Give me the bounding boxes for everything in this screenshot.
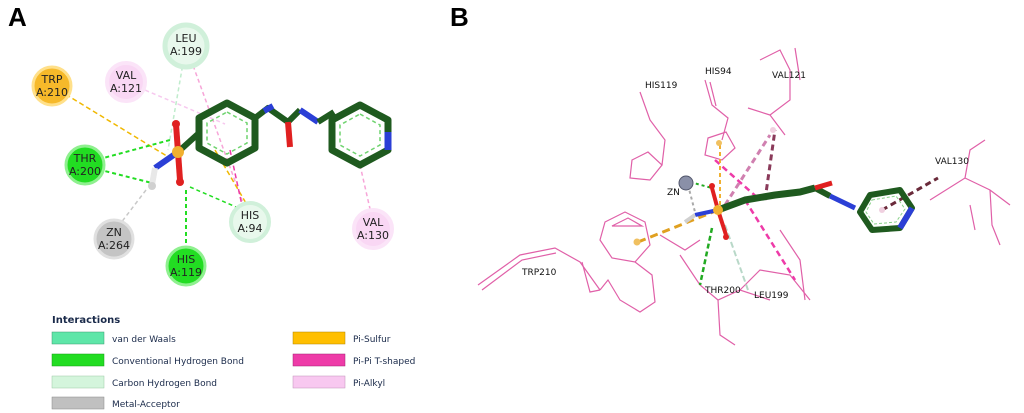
- residue-thr200: THR A:200: [64, 144, 106, 186]
- svg-text:HIS: HIS: [241, 209, 260, 222]
- label-val130: VAL130: [935, 157, 969, 167]
- panel-label-b: B: [450, 2, 469, 32]
- legend-swatch-metal: [51, 396, 105, 410]
- legend-label-pialkyl: Pi-Alkyl: [353, 379, 385, 389]
- legend-swatch-pipi: [292, 353, 346, 367]
- svg-text:ZN: ZN: [106, 226, 122, 239]
- legend-label-chbond: Carbon Hydrogen Bond: [112, 379, 217, 389]
- protein-residues-3d: [477, 47, 1011, 346]
- svg-text:A:119: A:119: [170, 266, 202, 279]
- interaction-lines-3d: [637, 129, 939, 291]
- ligand-3d: [633, 127, 915, 246]
- legend-swatch-hbond: [51, 353, 105, 367]
- residue-his119: HIS A:119: [165, 245, 207, 287]
- svg-text:VAL: VAL: [363, 216, 384, 229]
- legend-label-pisulfur: Pi-Sulfur: [353, 335, 391, 345]
- svg-text:A:121: A:121: [110, 82, 142, 95]
- legend-swatch-pisulfur: [292, 331, 346, 345]
- residue-leu199: LEU A:199: [162, 22, 210, 70]
- label-leu199: LEU199: [754, 291, 789, 301]
- svg-text:HIS: HIS: [177, 253, 196, 266]
- zinc-atom-icon: [678, 175, 694, 191]
- svg-text:VAL: VAL: [116, 69, 137, 82]
- legend-label-metal: Metal-Acceptor: [112, 400, 180, 410]
- svg-text:A:200: A:200: [69, 165, 101, 178]
- legend-label-vdw: van der Waals: [112, 335, 176, 345]
- label-trp210: TRP210: [521, 268, 557, 278]
- svg-text:A:199: A:199: [170, 45, 202, 58]
- legend-swatch-chbond: [51, 375, 105, 389]
- legend-label-hbond: Conventional Hydrogen Bond: [112, 357, 244, 367]
- legend-label-pipi: Pi-Pi T-shaped: [353, 357, 415, 367]
- ligand-2d: [148, 99, 392, 190]
- svg-text:THR: THR: [73, 152, 97, 165]
- legend-swatch-vdw: [51, 331, 105, 345]
- residue-val121: VAL A:121: [105, 61, 147, 103]
- residue-zn264: ZN A:264: [93, 218, 135, 260]
- panel-label-a: A: [8, 2, 27, 32]
- svg-text:TRP: TRP: [41, 73, 63, 86]
- label-val121: VAL121: [772, 71, 806, 81]
- residue-val130: VAL A:130: [352, 208, 394, 250]
- svg-text:A:94: A:94: [237, 222, 262, 235]
- residue-his94: HIS A:94: [229, 201, 271, 243]
- svg-text:A:210: A:210: [36, 86, 68, 99]
- legend-title: Interactions: [52, 315, 120, 326]
- interaction-legend: Interactions van der Waals Conventional …: [51, 315, 415, 410]
- label-zn: ZN: [667, 188, 680, 198]
- label-his119: HIS119: [645, 81, 678, 91]
- residue-trp210: TRP A:210: [31, 65, 73, 107]
- label-thr200: THR200: [704, 286, 741, 296]
- legend-swatch-pialkyl: [292, 375, 346, 389]
- svg-text:LEU: LEU: [175, 32, 196, 45]
- svg-text:A:130: A:130: [357, 229, 389, 242]
- label-his94: HIS94: [705, 67, 732, 77]
- interaction-lines-2d: [51, 45, 374, 255]
- svg-text:A:264: A:264: [98, 239, 130, 252]
